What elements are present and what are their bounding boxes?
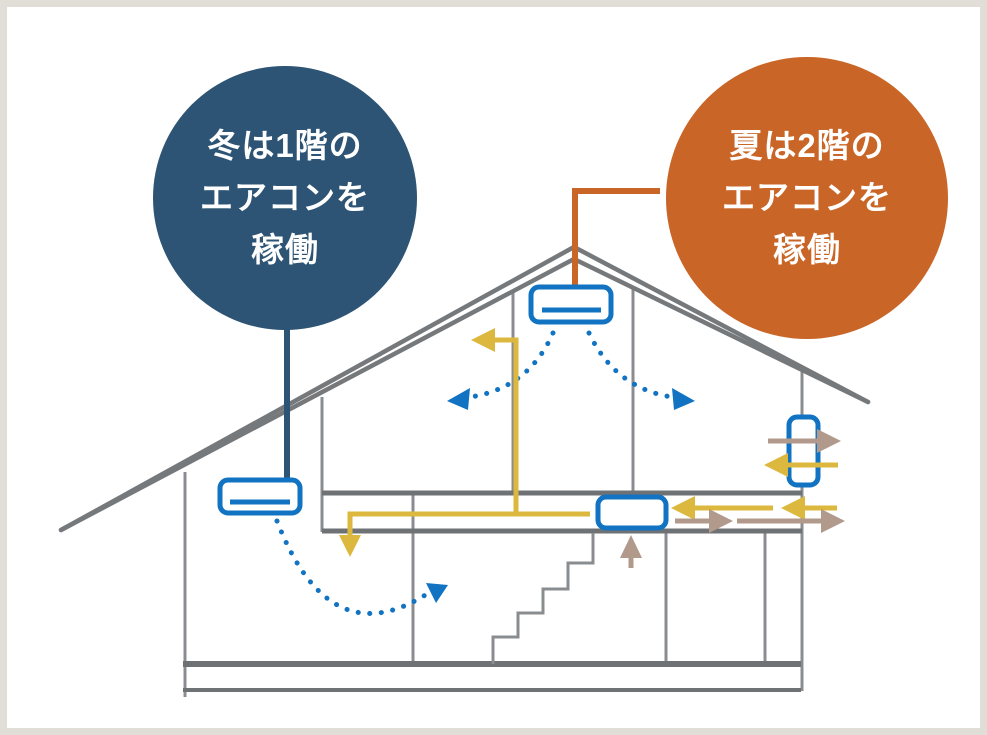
supply-riser-line: [494, 337, 519, 514]
supply-cavity-run-line: [347, 511, 590, 540]
staircase: [491, 533, 595, 664]
intake-through-wall-arrowhead: [781, 496, 805, 520]
summer-connector-line: [572, 188, 660, 289]
winter-annotation-line: エアコンを: [200, 178, 370, 216]
roof: [58, 244, 871, 533]
ac-airflow-left-arrowhead: [447, 388, 470, 410]
first-floor-ac-airflow-arc: [274, 518, 433, 616]
exhaust-cavity-arrowhead-2: [821, 509, 845, 533]
supply-air-arrows: [339, 328, 838, 557]
wall-vent-unit: [786, 414, 821, 488]
exhaust-cavity-arrowhead-1: [709, 509, 733, 533]
winter-annotation-line: 稼働: [251, 231, 319, 269]
summer-annotation-line: 稼働: [773, 231, 841, 269]
summer-annotation-bubble: 夏は2階の エアコンを 稼働: [666, 57, 948, 339]
ac-airflow-right-arc: [586, 330, 683, 401]
diagram-canvas: 冬は1階の エアコンを 稼働 夏は2階の エアコンを 稼働: [7, 7, 980, 728]
roof-left-inner: [58, 256, 577, 533]
ac-airflow-right-arrowhead: [672, 388, 695, 410]
intake-vent-unit-arrowhead: [764, 453, 788, 477]
winter-annotation-line: 冬は1階の: [207, 126, 363, 164]
summer-annotation-line: エアコンを: [722, 178, 892, 216]
supply-into-duct-arrowhead: [671, 496, 695, 520]
roof-right-inner: [571, 256, 871, 405]
return-up-arrowhead: [620, 535, 642, 558]
winter-annotation-bubble: 冬は1階の エアコンを 稼働: [153, 66, 417, 330]
first-floor-ac-unit: [217, 477, 303, 516]
second-floor-ac-unit: [528, 284, 614, 325]
summer-annotation-line: 夏は2階の: [729, 126, 885, 164]
floor-duct-unit: [595, 494, 669, 531]
units: [217, 284, 821, 531]
supply-first-floor-arrowhead: [339, 535, 361, 557]
exhaust-vent-unit-arrowhead: [817, 429, 841, 453]
supply-second-floor-arrowhead: [471, 328, 495, 352]
first-floor-ac-airflow-arrowhead: [426, 583, 448, 603]
exhaust-air-arrows: [620, 429, 845, 568]
ac-airflow-left-arc: [459, 330, 556, 401]
